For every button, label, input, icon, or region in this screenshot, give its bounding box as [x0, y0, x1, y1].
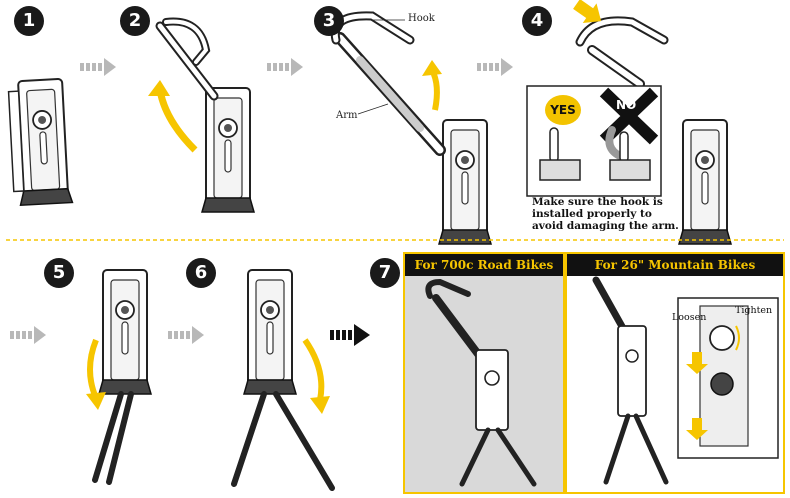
step-arrow-icon [477, 58, 513, 76]
step-number-5: 5 [44, 258, 74, 288]
mountain-bike-title: For 26" Mountain Bikes [567, 254, 783, 276]
step-number-3: 3 [314, 6, 344, 36]
rotate-arrow-head [422, 60, 442, 76]
rotate-arrow-icon [429, 68, 440, 111]
arm-label: Arm [336, 110, 358, 121]
step-number-2: 2 [120, 6, 150, 36]
rotate-arrow-head [148, 80, 170, 96]
yes-badge: YES [545, 95, 581, 125]
step-arrow-icon [168, 326, 204, 344]
step6-stand [231, 269, 335, 491]
step-arrow-icon [267, 58, 303, 76]
step4-stand [678, 119, 732, 245]
press-down-arrow-icon [573, 0, 602, 23]
no-badge: NO [616, 98, 637, 112]
step-number-4: 4 [522, 6, 552, 36]
step-number-1: 1 [14, 6, 44, 36]
hook-label: Hook [408, 13, 435, 24]
rotate-arrow-head [310, 396, 330, 414]
hook-warning-note: Make sure the hook is installed properly… [532, 196, 679, 232]
step3-arm [330, 11, 446, 156]
press-down-arrow-icon [686, 418, 708, 440]
step-arrow-icon [330, 324, 370, 346]
step5-stand [92, 269, 152, 485]
tighten-arrow-icon [735, 325, 740, 351]
step-number-6: 6 [186, 258, 216, 288]
rotate-arrow-icon [87, 338, 99, 400]
adjust-knob-detail [686, 305, 749, 447]
step4-hook [575, 16, 669, 89]
step2-stand [201, 87, 255, 213]
road-bike-title: For 700c Road Bikes [405, 254, 563, 276]
arm-leader-line [357, 103, 389, 115]
yes-hook-detail [539, 127, 581, 181]
step3-stand [438, 119, 492, 245]
road-bike-stand [425, 278, 537, 487]
step1-folded-stand [7, 77, 74, 207]
mountain-bike-stand [589, 259, 669, 485]
step-arrow-icon [10, 326, 46, 344]
rotate-arrow-icon [156, 89, 198, 153]
tighten-label: Tighten [735, 305, 773, 316]
step-number-7: 7 [370, 258, 400, 288]
no-hook-detail [605, 126, 651, 181]
step-arrow-icon [80, 58, 116, 76]
loosen-label: Loosen [672, 312, 707, 323]
rotate-arrow-head [86, 392, 106, 410]
step2-arm [155, 17, 219, 101]
press-down-arrow-icon [686, 352, 708, 374]
rotate-arrow-icon [302, 338, 325, 401]
